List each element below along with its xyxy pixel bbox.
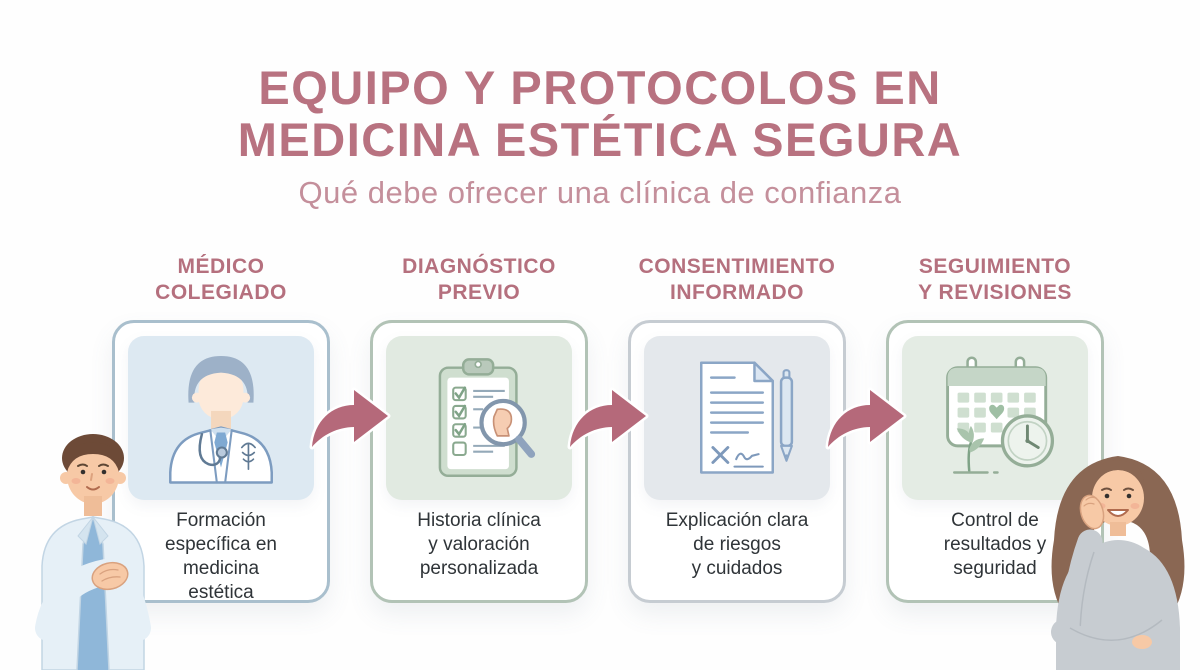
clipboard-checklist-icon-svg [438,358,536,478]
patient-illustration [1051,456,1185,670]
step-description: Control de resultados y seguridad [943,510,1047,579]
step-diagnostico-previo: DIAGNÓSTICO PREVIO [370,254,588,603]
calendar-clock-icon-svg [946,356,1055,474]
clipboard-checklist-icon [386,336,572,500]
doctor-icon-svg [169,356,273,484]
step-description: Historia clínica y valoración personaliz… [417,510,541,579]
consent-document-icon [644,336,830,500]
step-card: Control de resultados y seguridad [886,320,1104,603]
step-heading: CONSENTIMIENTO INFORMADO [638,255,836,304]
step-card: Explicación clara de riesgos y cuidados [628,320,846,603]
arrow-right-icon [825,387,907,450]
step-card: Historia clínica y valoración personaliz… [370,320,588,603]
doctor-illustration [35,434,151,670]
arrow-right-icon [567,387,649,450]
doctor-icon [128,336,314,500]
consent-document-icon-svg [699,361,794,474]
step-description: Explicación clara de riesgos y cuidados [665,510,809,579]
arrow-right-icon [309,387,391,450]
step-card: Formación específica en medicina estétic… [112,320,330,603]
step-consentimiento-informado: CONSENTIMIENTO INFORMADO [628,254,846,603]
step-medico-colegiado: MÉDICO COLEGIADO [112,254,330,603]
header: EQUIPO Y PROTOCOLOS EN MEDICINA ESTÉTICA… [0,62,1200,211]
page-subtitle: Qué debe ofrecer una clínica de confianz… [298,175,902,211]
steps-row: MÉDICO COLEGIADO [112,254,1104,644]
calendar-clock-icon [902,336,1088,500]
step-seguimiento-revisiones: SEGUIMIENTO Y REVISIONES [886,254,1104,603]
step-heading: SEGUIMIENTO Y REVISIONES [918,255,1072,304]
step-heading: DIAGNÓSTICO PREVIO [402,255,556,304]
step-description: Formación específica en medicina estétic… [165,510,277,603]
page-title: EQUIPO Y PROTOCOLOS EN MEDICINA ESTÉTICA… [237,61,963,166]
step-heading: MÉDICO COLEGIADO [155,255,287,304]
